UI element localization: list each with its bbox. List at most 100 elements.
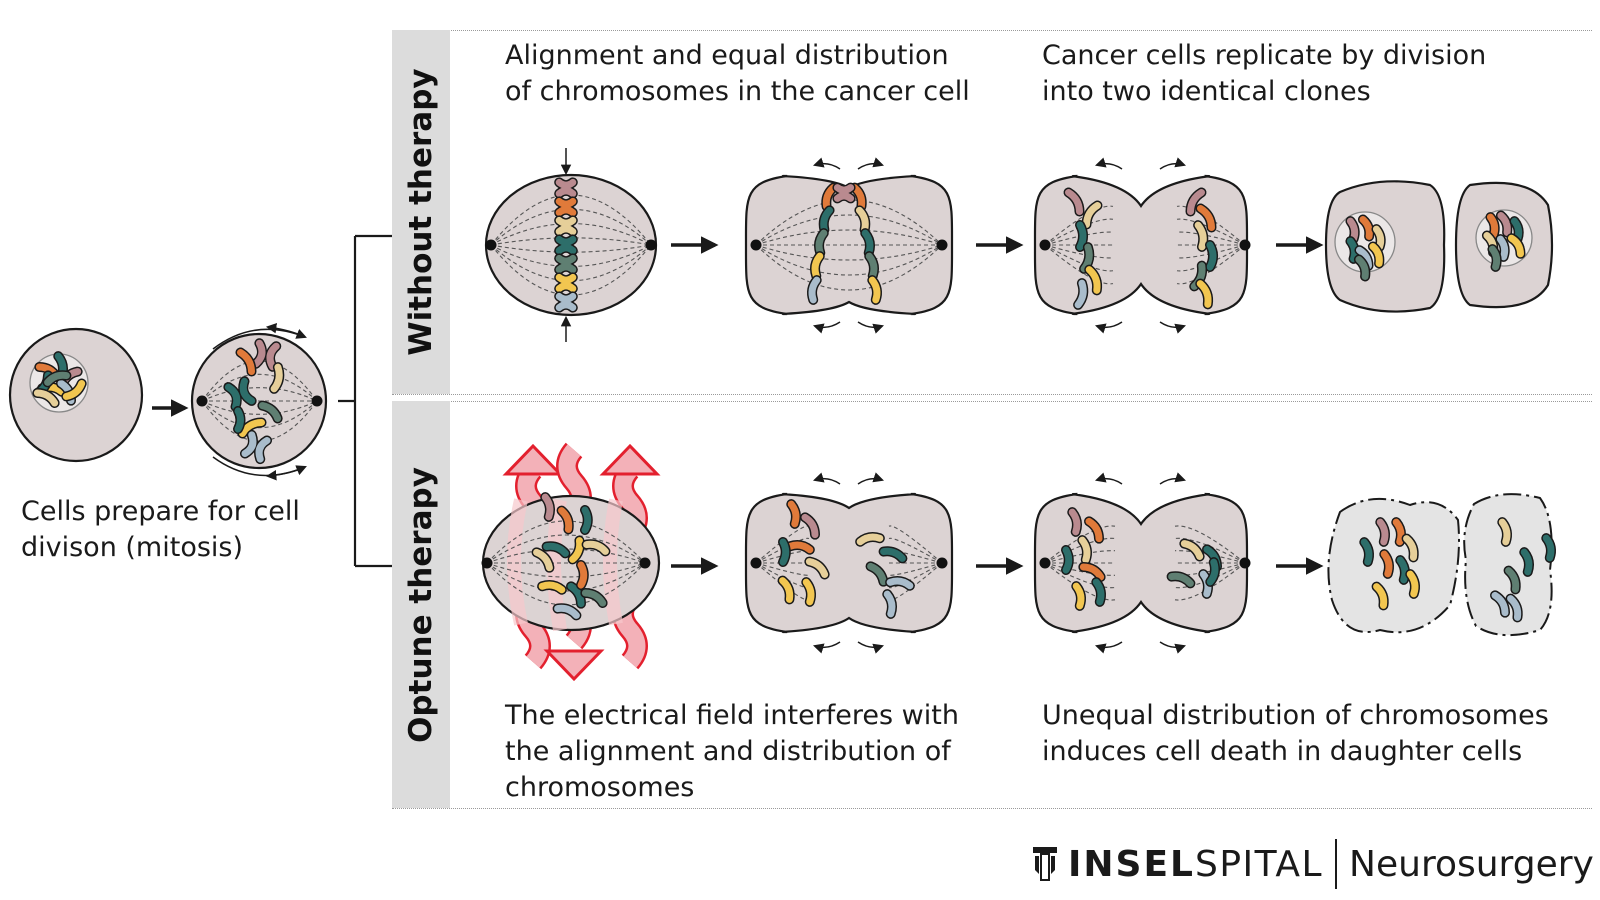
field-disrupted-cell — [481, 442, 661, 682]
inselspital-mark-icon — [1033, 847, 1057, 881]
chromatid-fill — [868, 276, 881, 304]
chromatid-fill — [1085, 517, 1103, 543]
chromosome-fill — [833, 184, 855, 202]
chromatid-fill — [538, 581, 566, 594]
chromatid-fill — [1360, 538, 1373, 566]
dividing-cell-membrane — [744, 492, 954, 634]
daughter-clones — [1324, 180, 1554, 313]
chromatid-fill — [1508, 234, 1524, 258]
caption-mitosis: Cells prepare for cell divison (mitosis) — [21, 494, 300, 566]
chromatid-fill — [1079, 563, 1105, 581]
chromatid-fill — [1194, 221, 1207, 251]
rotation-arrow-icon — [265, 322, 306, 338]
chromatid-fill — [808, 276, 821, 304]
chromatid-fill — [1346, 237, 1359, 263]
rotation-arrow-icon — [857, 321, 884, 334]
anaphase-cell — [744, 174, 954, 316]
logo-separator — [1335, 839, 1338, 889]
chromatid-fill — [787, 500, 800, 528]
spindle-fiber — [1044, 525, 1246, 564]
chromatid-fill — [1196, 280, 1212, 308]
panel-label-optune-therapy: Optune therapy — [392, 401, 450, 808]
chromatid-fill — [883, 590, 896, 618]
chromatid-fill — [1062, 546, 1073, 574]
chromatid-fill — [583, 540, 609, 555]
chromatid-fill — [1076, 221, 1087, 251]
spindle-fiber — [755, 244, 943, 291]
chromatid-fill — [1491, 591, 1509, 617]
chromatid-fill — [1542, 534, 1555, 562]
dying-daughter-cells — [1327, 493, 1556, 637]
rotation-arrow-icon — [812, 641, 841, 654]
chromatid-fill — [258, 402, 282, 422]
chromatid-fill — [1392, 518, 1405, 546]
spindle-fiber — [490, 244, 652, 296]
centrosome-dot — [639, 557, 651, 569]
caption-line: Unequal distribution of chromosomes — [1042, 700, 1549, 731]
chromatid-fill — [533, 548, 553, 572]
centrosome-dot — [1039, 557, 1051, 569]
chromatid-fill — [801, 513, 819, 539]
chromatid-fill — [865, 252, 878, 280]
spindle-fiber — [755, 214, 943, 246]
chromatid-fill — [270, 363, 283, 393]
chromosome-fill — [555, 178, 577, 198]
chromatid-fill — [1068, 508, 1081, 536]
logo-department: Neurosurgery — [1349, 843, 1594, 885]
chromatid-fill — [779, 538, 790, 566]
chromatid-fill — [1072, 582, 1085, 610]
chromatid-fill — [802, 578, 815, 606]
interphase-cell — [8, 327, 144, 463]
spindle-fiber — [490, 208, 652, 246]
caption-line: Cancer cells replicate by division — [1042, 40, 1487, 71]
logo-word-light: SPITAL — [1194, 843, 1324, 885]
caption-unequal: Unequal distribution of chromosomes indu… — [1042, 698, 1549, 770]
centrosome-dot — [1239, 557, 1251, 569]
spindle-fiber — [201, 373, 318, 402]
chromosome-fill — [555, 292, 577, 312]
chromatid-fill — [1406, 570, 1419, 598]
chromatid-fill — [1496, 235, 1509, 261]
field-overlay — [507, 498, 528, 626]
chromatid-fill — [558, 507, 573, 533]
chromatid-fill — [1486, 213, 1499, 239]
spindle-fiber — [490, 244, 652, 282]
field-arrowhead-icon — [502, 443, 564, 476]
spindle-fiber — [486, 534, 646, 564]
field-arrowhead-icon — [543, 649, 605, 682]
chromatid-fill — [1206, 558, 1219, 586]
chromatid-fill — [1074, 279, 1087, 309]
chromatid-fill — [543, 542, 569, 557]
inselspital-logo: INSEL SPITAL Neurosurgery — [1030, 838, 1594, 890]
chromosome-fill — [555, 197, 577, 217]
chromatid-fill — [867, 562, 887, 586]
panel-label-text: Without therapy — [403, 68, 439, 356]
rotation-arrow-icon — [812, 472, 841, 485]
rotation-arrow-icon — [812, 321, 841, 334]
chromatid-fill — [820, 206, 834, 234]
chromosome-fill — [555, 235, 577, 255]
chromatid-fill — [1369, 243, 1383, 267]
chromatid-fill — [1078, 536, 1091, 564]
chromatid-fill — [581, 589, 607, 607]
chromatid-fill — [1346, 217, 1359, 243]
divider-middle-b — [392, 401, 1592, 402]
chromatid-fill — [1197, 204, 1215, 232]
prophase-cell — [190, 332, 328, 470]
rotation-arrow-icon — [265, 466, 306, 481]
centrosome-dot — [936, 239, 948, 251]
rotation-arrow-icon — [857, 472, 884, 485]
caption-line: of chromosomes in the cancer cell — [505, 76, 970, 107]
chromatid-fill — [1355, 256, 1369, 280]
chromatid-fill — [1505, 567, 1520, 593]
spindle-fiber — [1044, 244, 1246, 272]
chromatid-fill — [1507, 595, 1522, 621]
caption-line: chromosomes — [505, 772, 695, 803]
spindle-fiber — [490, 194, 652, 246]
spindle-fiber — [201, 400, 318, 429]
metaphase-cell — [484, 173, 658, 317]
spindle-fiber — [755, 537, 943, 564]
spindle-fiber — [486, 562, 646, 578]
chromosome-fill — [555, 216, 577, 236]
centrosome-dot — [311, 395, 323, 407]
